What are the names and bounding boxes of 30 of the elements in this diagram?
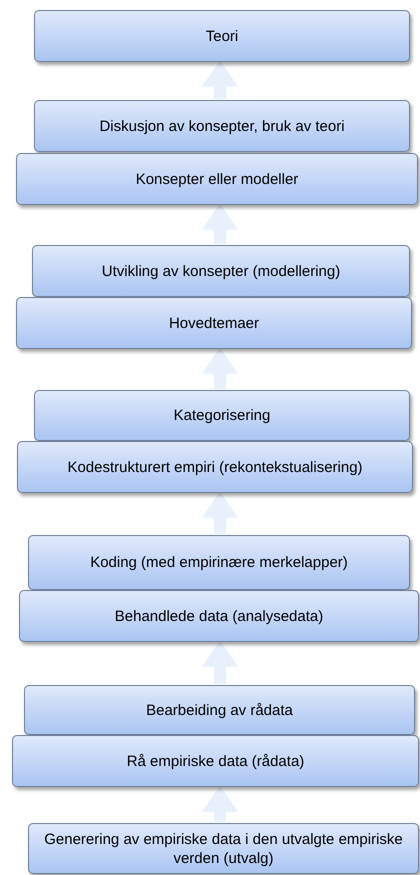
process-box	[28, 823, 419, 874]
arrow	[202, 60, 238, 99]
process-box	[34, 100, 410, 152]
box-label: Behandlede data (analysedata)	[114, 606, 324, 626]
arrow	[202, 640, 238, 684]
process-box	[24, 685, 415, 735]
process-box	[19, 590, 419, 642]
process-box	[28, 535, 410, 590]
process-box	[34, 10, 410, 62]
box-label: Koding (med empirinære merkelapper)	[90, 553, 348, 572]
arrow	[202, 347, 238, 389]
box-label: Konsepter eller modeller	[136, 170, 298, 188]
box-label: Teori	[206, 26, 238, 46]
process-box	[12, 735, 419, 787]
process-box	[17, 441, 413, 493]
process-box	[16, 153, 418, 205]
box-label: Kategorisering	[174, 406, 270, 425]
process-box	[34, 390, 410, 441]
box-label: Utvikling av konsepter (modellering)	[102, 262, 340, 280]
box-label: Rå empiriske data (rådata)	[126, 752, 304, 770]
process-box	[16, 297, 412, 349]
arrow	[202, 491, 238, 534]
box-label: Kodestrukturert empiri (rekontekstualisering)	[67, 458, 363, 476]
arrow	[202, 203, 238, 244]
process-box	[32, 245, 410, 297]
arrow	[202, 785, 238, 822]
box-label: Diskusjon av konsepter, bruk av teori	[99, 116, 345, 136]
box-label: Hovedtemaer	[168, 314, 260, 332]
box-label: Generering av empiriske data i den utvalgte empiriske verden (utvalg)	[43, 830, 404, 868]
box-label: Bearbeiding av rådata	[146, 700, 293, 720]
